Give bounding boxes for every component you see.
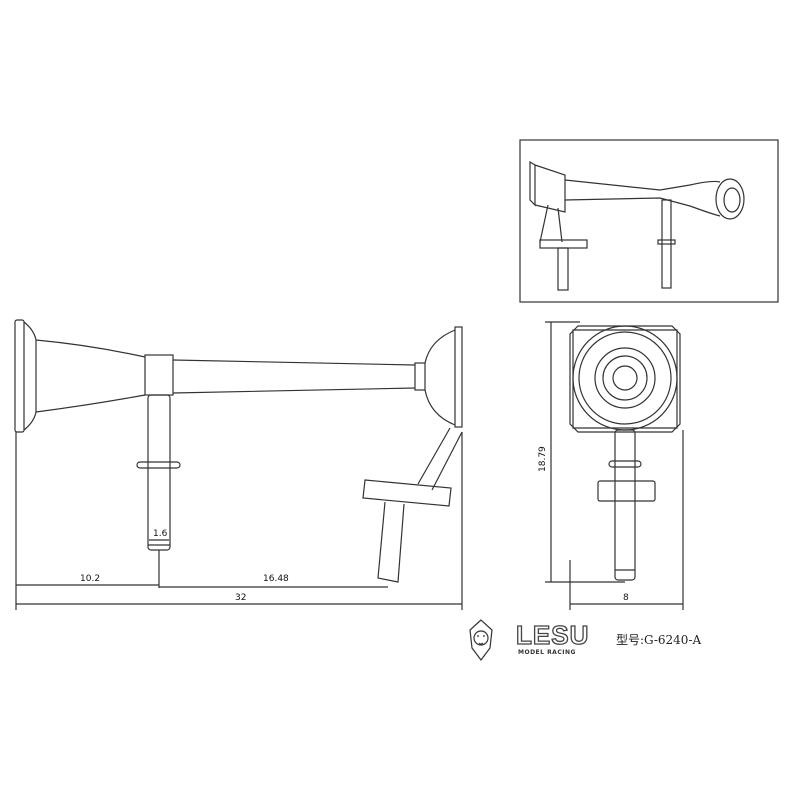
lion-logo-icon [469, 619, 493, 661]
dimension-left-to-post: 10.2 [80, 574, 100, 584]
brand-tagline: MODEL RACING [518, 649, 576, 656]
dimension-height: 18.79 [538, 446, 548, 472]
dimension-lines [15, 321, 684, 610]
brand-logo-text: LESU [515, 619, 590, 650]
dimension-width: 8 [623, 593, 629, 603]
dimension-post-diameter: 1.6 [153, 529, 168, 539]
side-view-horn [14, 319, 463, 583]
perspective-view-inset [519, 139, 779, 303]
dimension-post-to-bracket: 16.48 [263, 574, 289, 584]
front-view-horn [569, 325, 681, 581]
model-number: 型号:G-6240-A [616, 633, 702, 647]
dimension-overall-length: 32 [235, 593, 246, 603]
